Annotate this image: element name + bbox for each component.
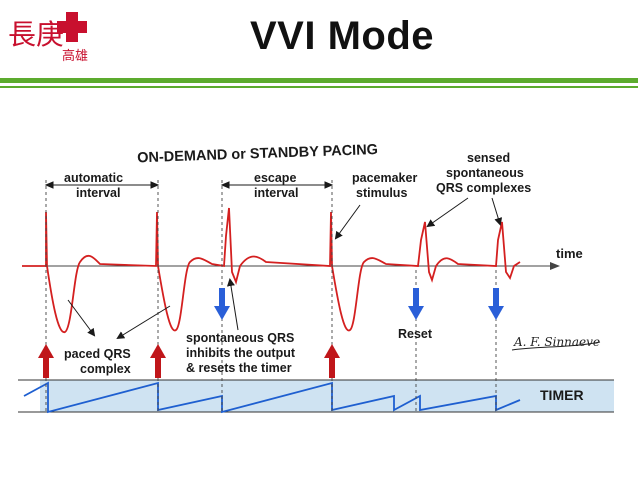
escape-interval-bracket bbox=[220, 181, 334, 189]
escape-label-line1: escape bbox=[254, 171, 296, 185]
spontaneous-label-line1: spontaneous QRS bbox=[186, 331, 294, 345]
timer-band bbox=[40, 380, 614, 412]
title-divider-thin bbox=[0, 86, 638, 88]
pacemaker-label-line1: pacemaker bbox=[352, 171, 417, 185]
annotation-pointers bbox=[67, 197, 503, 340]
medical-cross-icon bbox=[57, 12, 87, 42]
paced-qrs-label-line1: paced QRS bbox=[64, 347, 131, 361]
sensing-arrow-2 bbox=[408, 288, 424, 320]
sensed-label-line3: QRS complexes bbox=[436, 181, 531, 195]
hospital-logo: 長庚 高雄 bbox=[6, 8, 104, 70]
signature-underline bbox=[511, 341, 601, 351]
sensing-arrow-1 bbox=[214, 288, 230, 320]
ecg-trace bbox=[22, 207, 521, 333]
reset-label: Reset bbox=[398, 327, 433, 341]
automatic-interval-bracket bbox=[44, 181, 160, 189]
timer-label: TIMER bbox=[540, 387, 584, 403]
automatic-label-line2: interval bbox=[76, 186, 120, 200]
pacing-arrow-1 bbox=[38, 344, 54, 378]
time-axis-arrowhead bbox=[550, 262, 560, 270]
pacemaker-label-line2: stimulus bbox=[356, 186, 407, 200]
title-divider bbox=[0, 78, 638, 83]
logo-sub-text: 高雄 bbox=[62, 48, 88, 64]
paced-qrs-label-line2: complex bbox=[80, 362, 131, 376]
sensing-arrow-3 bbox=[488, 288, 504, 320]
pacing-arrow-2 bbox=[150, 344, 166, 378]
automatic-label-line1: automatic bbox=[64, 171, 123, 185]
spontaneous-label-line2: inhibits the output bbox=[186, 346, 296, 360]
logo-main-text: 長庚 bbox=[8, 18, 64, 51]
spontaneous-label-line3: & resets the timer bbox=[186, 361, 292, 375]
pacing-arrow-3 bbox=[324, 344, 340, 378]
interval-guides bbox=[45, 180, 497, 412]
sensed-label-line2: spontaneous bbox=[446, 166, 524, 180]
escape-label-line2: interval bbox=[254, 186, 298, 200]
page-title: VVI Mode bbox=[250, 14, 435, 58]
diagram-heading: ON-DEMAND or STANDBY PACING bbox=[137, 142, 378, 166]
sensed-label-line1: sensed bbox=[467, 151, 510, 165]
time-axis-label: time bbox=[556, 246, 583, 261]
